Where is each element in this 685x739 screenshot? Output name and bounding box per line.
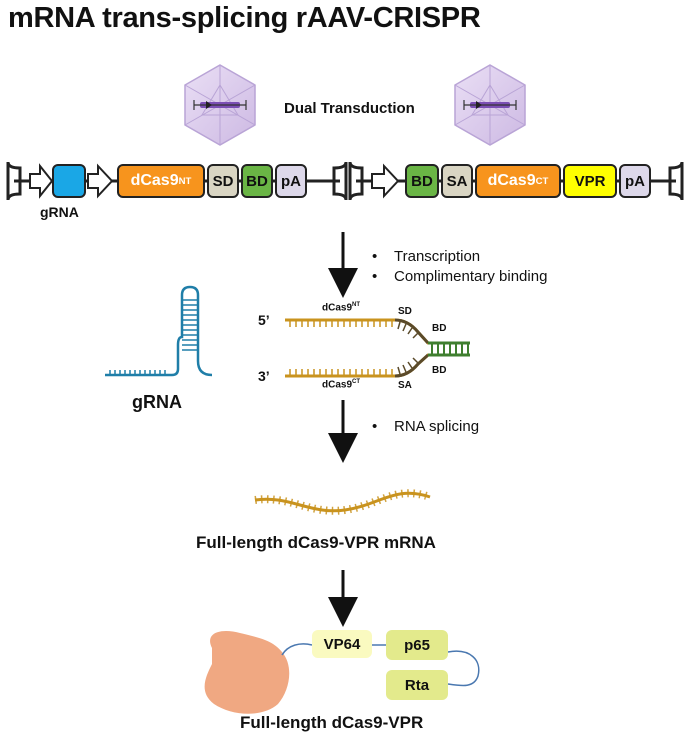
grna-label: gRNA — [40, 204, 79, 220]
aav-capsid-icon — [454, 64, 526, 146]
sd-box: SD — [207, 164, 239, 198]
duplex-top-text: dCas9 — [322, 302, 353, 314]
promoter-arrow-icon — [29, 163, 54, 199]
duplex-sa-label: SA — [398, 380, 412, 391]
step-splicing-text: RNA splicing — [394, 418, 480, 435]
duplex-top-label: dCas9NT — [322, 302, 360, 313]
duplex-bottom-sup: CT — [352, 379, 361, 385]
dcas9-ct-sup: CT — [535, 175, 549, 187]
grna-caption: gRNA — [132, 392, 182, 412]
page-title: mRNA trans-splicing rAAV-CRISPR — [8, 2, 481, 34]
three-prime-label: 3’ — [258, 368, 270, 384]
dcas9-nt-sup: NT — [178, 175, 192, 187]
sa-box: SA — [441, 164, 473, 198]
p65-domain: p65 — [386, 630, 448, 660]
pa-label: pA — [625, 172, 645, 190]
promoter-arrow-icon — [371, 163, 400, 199]
dcas9-protein-blob — [204, 630, 290, 714]
duplex-bottom-text: dCas9 — [322, 379, 353, 391]
bd-box: BD — [405, 164, 439, 198]
duplex-bd-bottom-label: BD — [432, 365, 447, 376]
promoter-arrow-icon — [87, 163, 114, 199]
step-splicing: •RNA splicing — [372, 418, 480, 435]
dual-transduction-label: Dual Transduction — [284, 100, 415, 117]
duplex-bd-top-label: BD — [432, 323, 447, 334]
dcas9-ct-label: dCas9 — [487, 172, 536, 189]
bd-label: BD — [246, 172, 268, 190]
full-length-mrna — [254, 489, 432, 515]
sa-label: SA — [446, 172, 468, 190]
vpr-label: VPR — [574, 172, 606, 190]
five-prime-label: 5’ — [258, 312, 270, 328]
mrna-caption: Full-length dCas9-VPR mRNA — [196, 533, 436, 552]
step-transcription-text: Transcription — [394, 248, 481, 265]
pa-box: pA — [619, 164, 651, 198]
bd-label: BD — [411, 172, 433, 190]
step-binding-text: Complimentary binding — [394, 268, 548, 285]
step-transcription: •Transcription — [372, 248, 481, 265]
bd-box: BD — [241, 164, 273, 198]
duplex-top-sup: NT — [352, 302, 361, 308]
step-binding: •Complimentary binding — [372, 268, 548, 285]
grna-structure — [105, 285, 213, 377]
rta-label: Rta — [404, 676, 430, 694]
rta-domain: Rta — [386, 670, 448, 700]
pa-box: pA — [275, 164, 307, 198]
linker-line — [281, 643, 313, 656]
vp64-domain: VP64 — [312, 630, 372, 658]
rna-duplex — [285, 318, 470, 378]
aav-capsid-icon — [184, 64, 256, 146]
pa-label: pA — [281, 172, 301, 190]
vpr-box: VPR — [563, 164, 617, 198]
grna-cassette-box — [52, 164, 86, 198]
duplex-bottom-label: dCas9CT — [322, 379, 360, 390]
dcas9-nt-label: dCas9 — [130, 172, 179, 189]
sd-label: SD — [212, 172, 234, 190]
linker-line — [447, 650, 480, 687]
duplex-sd-label: SD — [398, 306, 412, 317]
protein-caption: Full-length dCas9-VPR — [240, 713, 424, 732]
vp64-label: VP64 — [323, 635, 361, 653]
p65-label: p65 — [404, 636, 430, 654]
